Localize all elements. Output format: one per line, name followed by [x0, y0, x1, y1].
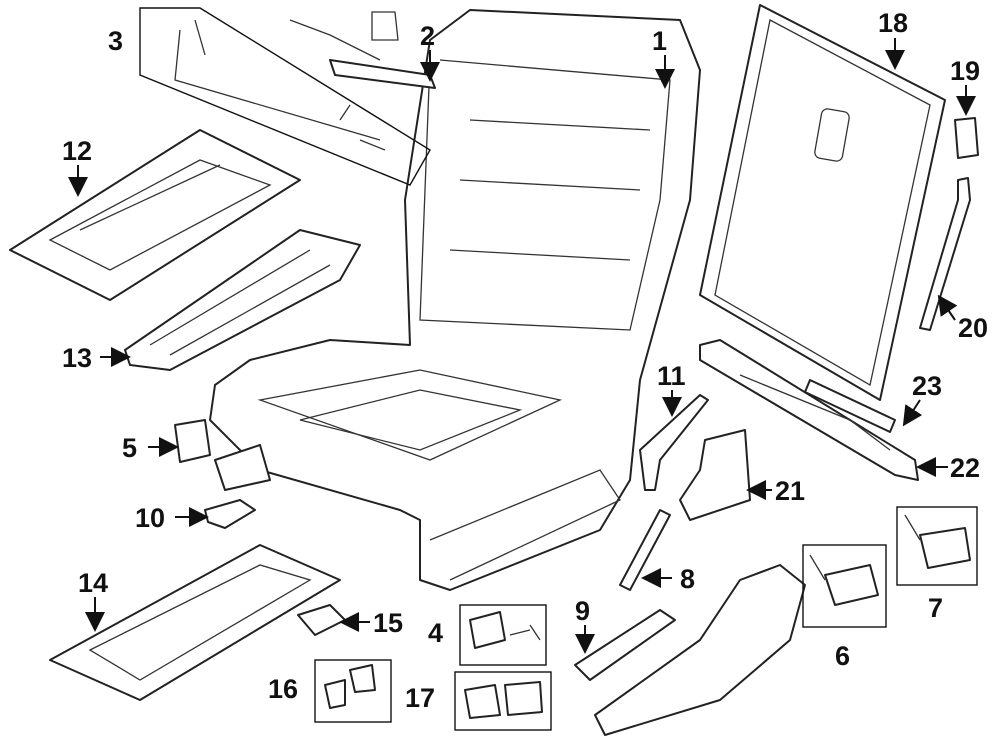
callout-23: 23 [912, 371, 942, 401]
callout-1: 1 [652, 26, 667, 56]
callout-13: 13 [62, 343, 92, 373]
callout-20: 20 [958, 313, 988, 343]
part-6-group [802, 544, 887, 628]
callout-18: 18 [878, 8, 908, 38]
part-14-cover [49, 544, 341, 701]
part-19-clip [954, 117, 979, 159]
seat-base-bracket [214, 444, 271, 491]
part-3-rods [139, 7, 431, 186]
callout-2: 2 [420, 21, 435, 51]
callout-8: 8 [680, 564, 695, 594]
callout-21: 21 [775, 476, 805, 506]
callout-14: 14 [78, 568, 108, 598]
callout-4: 4 [428, 618, 443, 648]
part-2-bracket [289, 11, 436, 89]
part-4-group [459, 604, 547, 666]
callout-16: 16 [268, 674, 298, 704]
callout-10: 10 [135, 503, 165, 533]
callout-7: 7 [928, 593, 943, 623]
callout-17: 17 [405, 683, 435, 713]
part-17-group [454, 671, 552, 731]
part-12-cover [9, 129, 301, 301]
side-trim [594, 564, 806, 736]
seat-frame [209, 9, 701, 591]
part-22-bracket [699, 339, 919, 481]
callout-9: 9 [575, 596, 590, 626]
callout-22: 22 [950, 453, 980, 483]
callout-5: 5 [122, 433, 137, 463]
part-7-group [896, 506, 978, 586]
part-11-trim [639, 394, 709, 491]
part-18-back-panel [699, 4, 946, 401]
part-21-cover [679, 429, 751, 521]
callout-12: 12 [62, 136, 92, 166]
callout-19: 19 [950, 56, 980, 86]
callout-11: 11 [657, 361, 686, 391]
part-23-bar [804, 379, 896, 433]
part-9-trim [574, 609, 676, 681]
part-10-cap [204, 499, 256, 529]
callout-6: 6 [835, 641, 850, 671]
part-20-strap [919, 177, 971, 331]
part-8-trim [619, 509, 671, 591]
part-15-clip [297, 604, 346, 636]
part-16-group [314, 659, 392, 723]
callout-15: 15 [373, 608, 403, 638]
part-5-clip [174, 419, 211, 463]
callout-3: 3 [108, 26, 123, 56]
leader-lines [68, 38, 976, 654]
